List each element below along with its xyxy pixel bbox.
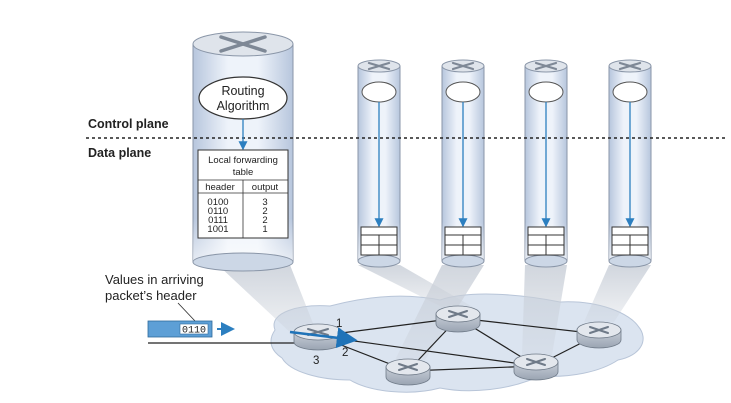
forwarding-arrow [289, 327, 358, 349]
table-title-line2: table [233, 167, 254, 178]
blank-circle-icon [361, 81, 397, 103]
blank-circle-icon [612, 81, 648, 103]
arriving-header-note-line2: packet’s header [105, 288, 197, 303]
beam-5 [584, 265, 651, 322]
table-header-col: header [205, 182, 235, 193]
router-icon [618, 61, 642, 71]
local-forwarding-table: Local forwarding table header output 010… [197, 149, 289, 239]
table-row-1-output: 2 [262, 206, 267, 217]
blank-circle-icon [528, 81, 564, 103]
table-row-0-output: 3 [262, 197, 267, 208]
small-table-icon [611, 226, 649, 256]
router-icon [534, 61, 558, 71]
router-icon [589, 326, 609, 334]
routing-algorithm-line2: Algorithm [217, 99, 270, 113]
beam-4 [522, 265, 567, 355]
note-pointer [177, 302, 196, 322]
table-row-0-header: 0100 [207, 197, 228, 208]
small-table-icon [444, 226, 482, 256]
router-top [435, 305, 481, 333]
table-row-2-header: 0111 [208, 215, 228, 226]
control-plane-label: Control plane [88, 117, 169, 131]
arriving-header-note-line1: Values in arriving [105, 272, 204, 287]
router-icon [398, 363, 418, 371]
data-plane-label: Data plane [88, 146, 151, 160]
router-bottom-left [385, 358, 431, 386]
table-row-2-output: 2 [262, 215, 267, 226]
blank-circle-icon [445, 81, 481, 103]
routing-algorithm-line1: Routing [221, 84, 264, 98]
port-number-2: 2 [342, 347, 348, 359]
table-row-3-header: 1001 [207, 224, 228, 235]
table-title-line1: Local forwarding [208, 155, 278, 166]
small-table-icon [527, 226, 565, 256]
router-icon [448, 310, 468, 318]
port-number-1: 1 [336, 318, 342, 330]
small-table-icon [360, 226, 398, 256]
router-icon [219, 35, 267, 53]
table-row-3-output: 1 [262, 224, 267, 235]
table-row-1-header: 0110 [208, 206, 228, 217]
router-icon [367, 61, 391, 71]
router-icon [451, 61, 475, 71]
router-right [576, 321, 622, 349]
table-output-col: output [252, 182, 279, 193]
router-icon [526, 358, 546, 366]
packet-icon: 0110 [147, 320, 213, 338]
beam-main [218, 265, 318, 336]
router-bottom-right [513, 353, 559, 381]
packet-header-value: 0110 [182, 326, 206, 337]
port-number-3: 3 [313, 355, 319, 367]
